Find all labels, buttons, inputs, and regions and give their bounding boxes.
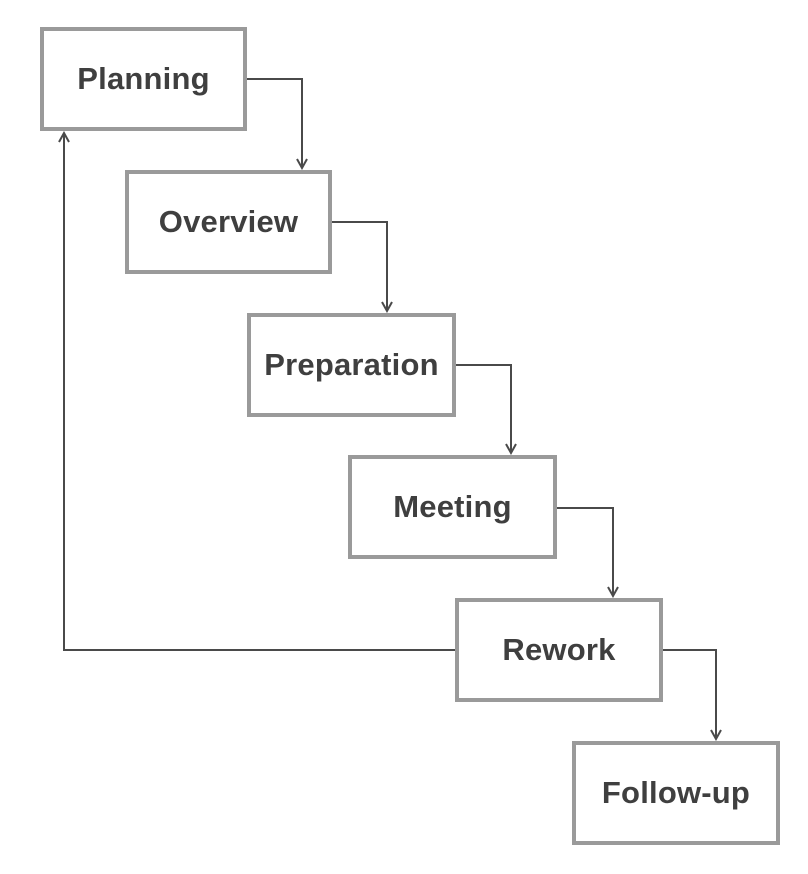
arrow-preparation-to-meeting — [456, 364, 511, 453]
step-meeting: Meeting — [348, 455, 557, 559]
arrow-planning-to-overview — [247, 78, 302, 168]
step-meeting-label: Meeting — [393, 489, 512, 524]
step-followup: Follow-up — [572, 741, 780, 845]
arrow-overview-to-preparation — [332, 221, 387, 311]
arrow-rework-to-followup — [663, 649, 716, 739]
step-overview: Overview — [125, 170, 332, 274]
step-overview-label: Overview — [158, 204, 299, 239]
step-rework: Rework — [455, 598, 663, 702]
step-planning-label: Planning — [77, 61, 210, 96]
step-followup-label: Follow-up — [601, 775, 751, 810]
step-planning: Planning — [40, 27, 247, 131]
arrow-meeting-to-rework — [557, 507, 613, 596]
step-rework-label: Rework — [502, 632, 616, 667]
step-preparation-label: Preparation — [264, 347, 439, 382]
arrow-rework-to-planning — [64, 133, 455, 651]
step-preparation: Preparation — [247, 313, 456, 417]
